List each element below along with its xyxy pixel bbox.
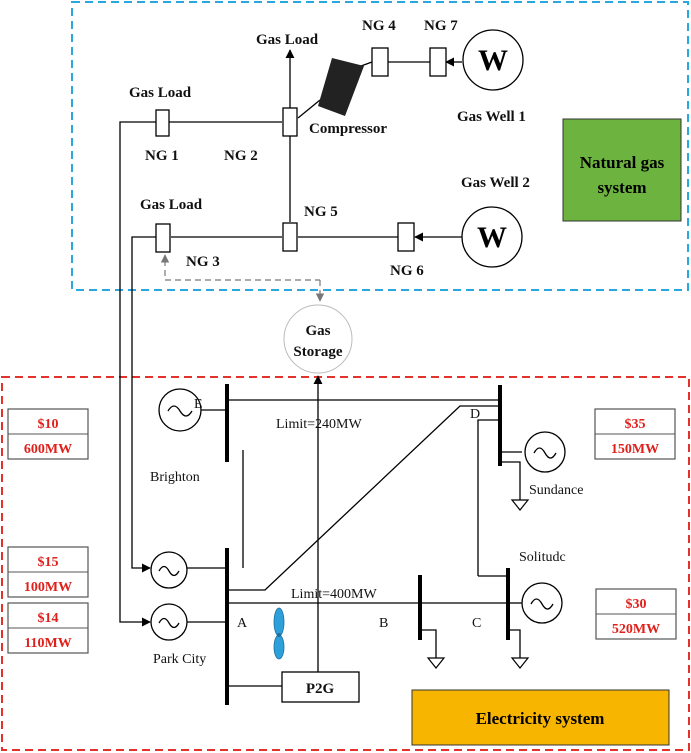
electricity-title-box: Electricity system <box>411 689 670 746</box>
electricity-region-border <box>1 376 690 751</box>
gas-storage-label-line2: Storage <box>293 344 342 360</box>
ng5-label: NG 5 <box>304 204 338 220</box>
bus-a-label: A <box>237 616 248 631</box>
solitude-capacity: 520MW <box>612 622 660 637</box>
limit-240-label: Limit=240MW <box>276 417 362 432</box>
electric-lines <box>180 375 522 687</box>
limit-400-label: Limit=400MW <box>291 587 377 602</box>
gas-storage-label-line1: Gas <box>305 323 330 339</box>
bus-c-label: C <box>472 616 481 631</box>
natural-gas-region-border <box>71 1 689 291</box>
price-box-sundance: $35 150MW <box>594 408 676 460</box>
generator-brighton-icon <box>158 388 202 432</box>
generator-brighton-label: Brighton <box>150 470 200 485</box>
ng4-label: NG 4 <box>362 18 396 34</box>
gas-well-2-symbol: W <box>477 221 507 254</box>
ng4-node <box>371 47 389 77</box>
load-c-icon <box>508 629 530 669</box>
gas-well-1-icon: W <box>462 29 524 91</box>
brighton-capacity: 600MW <box>24 442 72 457</box>
ng3-node <box>155 223 171 253</box>
price-box-solitude: $30 520MW <box>595 588 677 640</box>
park-city-2-price: $14 <box>38 611 59 626</box>
solitude-price: $30 <box>626 597 647 612</box>
bus-b-label: B <box>379 616 388 631</box>
generator-solitude-icon <box>521 582 563 624</box>
natural-gas-title-box: Natural gas system <box>562 118 682 222</box>
generator-park-city-1-icon <box>150 551 188 589</box>
generator-sundance-icon <box>524 431 566 473</box>
ng2-label: NG 2 <box>224 148 258 164</box>
ng1-node <box>155 109 170 137</box>
park-city-1-capacity: 100MW <box>24 580 72 595</box>
compressor-icon <box>318 58 364 116</box>
gas-well-2-icon: W <box>461 206 523 268</box>
brighton-price: $10 <box>38 417 59 432</box>
gas-well-1-symbol: W <box>478 44 508 77</box>
ng2-node <box>282 107 298 137</box>
ng5-node <box>282 222 298 252</box>
wind-turbine-icon <box>273 607 285 660</box>
natural-gas-title-line2: system <box>597 178 646 197</box>
natural-gas-title-line1: Natural gas <box>580 153 665 172</box>
load-b-icon <box>420 629 446 669</box>
park-city-2-capacity: 110MW <box>24 636 71 651</box>
generator-sundance-label: Sundance <box>529 483 583 498</box>
gas-load-label-ng1: Gas Load <box>129 85 192 101</box>
ng6-node <box>397 222 415 252</box>
gas-storage-icon: Gas Storage <box>283 304 353 374</box>
compressor-label: Compressor <box>309 121 387 137</box>
ng6-label: NG 6 <box>390 263 424 279</box>
price-box-brighton: $10 600MW <box>7 408 89 460</box>
generator-solitude-label: Solitudc <box>519 550 566 565</box>
sundance-capacity: 150MW <box>611 442 659 457</box>
price-box-park-city-1: $15 100MW <box>7 546 89 598</box>
ng1-label: NG 1 <box>145 148 179 164</box>
bus-d-label: D <box>470 407 480 422</box>
electricity-title: Electricity system <box>476 709 605 728</box>
gas-load-label-top: Gas Load <box>256 32 319 48</box>
gas-load-label-ng3: Gas Load <box>140 197 203 213</box>
p2g-box: P2G <box>281 671 360 703</box>
gas-well-2-label: Gas Well 2 <box>461 175 530 191</box>
gas-well-1-label: Gas Well 1 <box>457 109 526 125</box>
bus-e-label: E <box>194 397 203 412</box>
generator-park-city-2-icon <box>150 603 188 641</box>
p2g-label: P2G <box>306 681 335 697</box>
gas-pipes <box>119 49 462 627</box>
ng7-label: NG 7 <box>424 18 458 34</box>
ng3-label: NG 3 <box>186 254 220 270</box>
park-city-1-price: $15 <box>38 555 59 570</box>
generator-park-city-label: Park City <box>153 652 206 667</box>
load-d-icon <box>500 461 530 511</box>
ng7-node <box>429 47 447 77</box>
price-box-park-city-2: $14 110MW <box>7 602 89 654</box>
sundance-price: $35 <box>625 417 646 432</box>
